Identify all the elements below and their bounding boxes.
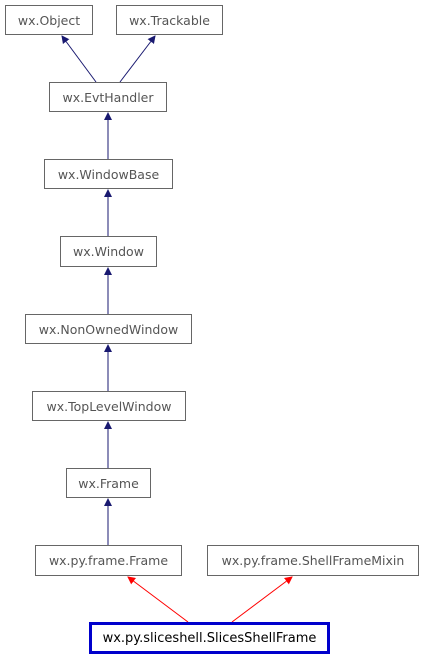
node-wx-py-frame-shellframemixin[interactable]: wx.py.frame.ShellFrameMixin <box>207 545 419 576</box>
edge-slicesshellframe-to-pyframe <box>127 576 189 623</box>
node-wx-windowbase[interactable]: wx.WindowBase <box>44 159 173 189</box>
node-wx-evthandler[interactable]: wx.EvtHandler <box>49 82 167 112</box>
edge-evthandler-to-object <box>61 35 97 83</box>
edge-slicesshellframe-to-shellframemixin <box>231 576 293 623</box>
node-wx-window[interactable]: wx.Window <box>60 236 157 267</box>
node-wx-object[interactable]: wx.Object <box>5 5 93 35</box>
node-wx-toplevelwindow[interactable]: wx.TopLevelWindow <box>32 391 186 421</box>
node-wx-nonownedwindow[interactable]: wx.NonOwnedWindow <box>25 314 192 344</box>
node-wx-frame[interactable]: wx.Frame <box>66 468 151 498</box>
node-wx-py-sliceshell-slicesshellframe[interactable]: wx.py.sliceshell.SlicesShellFrame <box>89 622 330 654</box>
edge-evthandler-to-trackable <box>119 35 156 83</box>
node-wx-py-frame-frame[interactable]: wx.py.frame.Frame <box>35 545 182 576</box>
node-wx-trackable[interactable]: wx.Trackable <box>116 5 223 35</box>
